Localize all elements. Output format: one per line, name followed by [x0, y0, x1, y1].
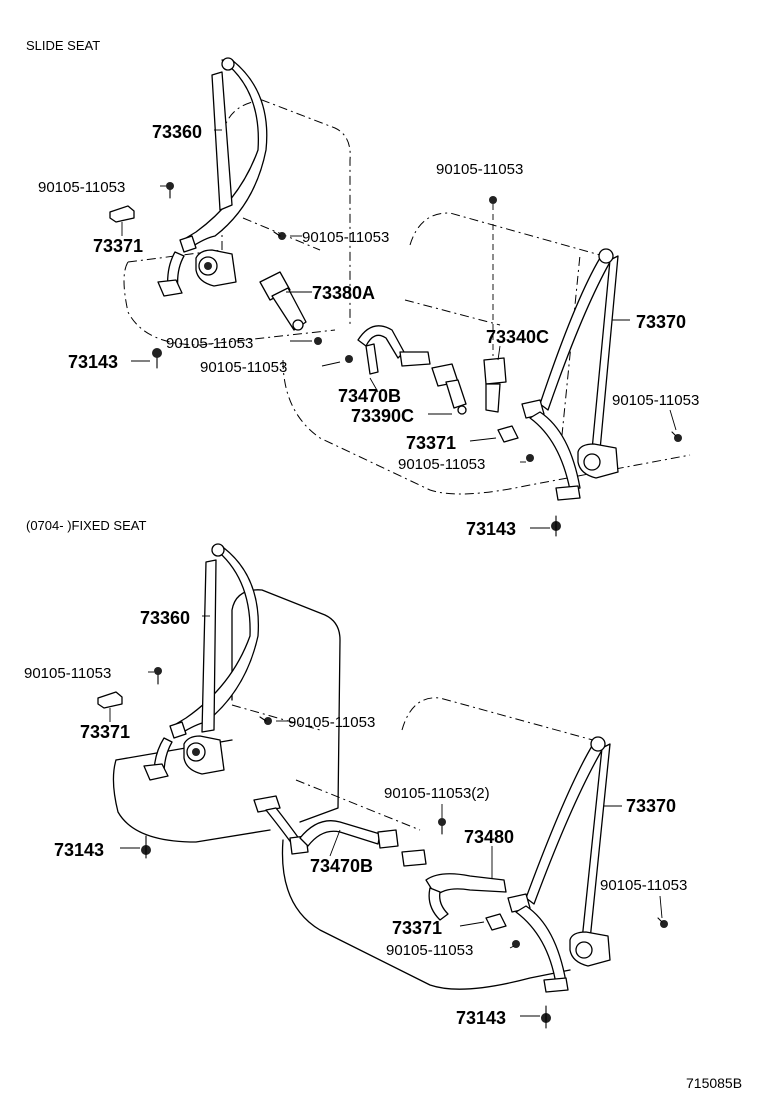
fixed-seat-title: (0704- )FIXED SEAT [26, 518, 146, 533]
slide-label-bolt-c: 90105-11053 [166, 335, 253, 352]
slide-anchor-73143-right [551, 515, 561, 537]
fixed-left-shoulder-belt [143, 543, 260, 781]
slide-label-73360: 73360 [152, 122, 202, 142]
fixed-label-bolt-d: 90105-11053 [600, 877, 687, 894]
fixed-label-73371-b: 73371 [392, 918, 442, 938]
slide-buckle-73380a [259, 271, 307, 331]
slide-bolt-icon-c [314, 337, 322, 345]
fixed-center-belt-73470b [253, 795, 427, 867]
slide-leader-lines [121, 129, 677, 529]
fixed-left-retractor [183, 735, 225, 775]
slide-bolt-icon-f [671, 431, 682, 442]
slide-right-seat-outline [282, 212, 691, 495]
fixed-label-73480: 73480 [464, 827, 514, 847]
slide-bracket-73371-left [109, 205, 135, 223]
fixed-right-shoulder-belt [507, 736, 611, 993]
slide-right-shoulder-belt [521, 248, 619, 501]
slide-left-retractor [195, 249, 237, 287]
fixed-label-bolt-b: 90105-11053 [288, 714, 375, 731]
slide-label-73340c: 73340C [486, 327, 549, 347]
fixed-label-bolt-c: 90105-11053(2) [384, 785, 490, 802]
slide-label-73370: 73370 [636, 312, 686, 332]
fixed-bracket-73371-right [485, 913, 507, 931]
slide-label-bolt-g: 90105-11053 [398, 456, 485, 473]
slide-center-belt-73470b [345, 325, 431, 375]
slide-bracket-73371-right [497, 425, 519, 443]
fixed-leader-lines [109, 615, 663, 1017]
slide-bolt-icon-a [166, 182, 174, 199]
fixed-seat-section: (0704- )FIXED SEAT [24, 518, 687, 1029]
fixed-label-bolt-a: 90105-11053 [24, 665, 111, 682]
slide-bolt-icon-b [273, 231, 286, 240]
slide-label-73143-b: 73143 [466, 519, 516, 539]
fixed-label-73143-b: 73143 [456, 1008, 506, 1028]
slide-label-73390c: 73390C [351, 406, 414, 426]
fixed-label-bolt-e: 90105-11053 [386, 942, 473, 959]
fixed-label-73370: 73370 [626, 796, 676, 816]
fixed-label-73371-a: 73371 [80, 722, 130, 742]
slide-bolt-icon-g [526, 454, 534, 462]
fixed-anchor-73143-left [141, 835, 151, 859]
slide-seat-section: SLIDE SEAT [26, 38, 699, 539]
slide-label-73470b: 73470B [338, 386, 401, 406]
slide-label-bolt-e: 90105-11053 [436, 161, 523, 178]
slide-label-73143-a: 73143 [68, 352, 118, 372]
fixed-bolt-icon-d [657, 917, 668, 928]
slide-seat-title: SLIDE SEAT [26, 38, 100, 53]
slide-label-bolt-d: 90105-11053 [200, 359, 287, 376]
fixed-bracket-73371-left [97, 691, 123, 709]
fixed-right-seat-outline [281, 697, 601, 990]
slide-label-bolt-b: 90105-11053 [302, 229, 389, 246]
fixed-label-73470b: 73470B [310, 856, 373, 876]
reference-code: 715085B [686, 1075, 742, 1091]
fixed-bolt-icon-a [154, 667, 162, 685]
slide-left-shoulder-belt [157, 57, 268, 297]
fixed-bolt-icon-b [259, 716, 272, 725]
slide-label-bolt-f: 90105-11053 [612, 392, 699, 409]
fixed-anchor-73143-right [541, 1005, 551, 1029]
fixed-buckle-73480 [425, 818, 507, 921]
slide-buckle-73390c [431, 363, 467, 415]
slide-label-73371-b: 73371 [406, 433, 456, 453]
slide-label-73371-a: 73371 [93, 236, 143, 256]
slide-buckle-73340c [483, 196, 507, 413]
slide-label-73380a: 73380A [312, 283, 375, 303]
slide-label-bolt-a: 90105-11053 [38, 179, 125, 196]
slide-anchor-73143-left [152, 348, 162, 369]
fixed-label-73143-a: 73143 [54, 840, 104, 860]
fixed-label-73360: 73360 [140, 608, 190, 628]
